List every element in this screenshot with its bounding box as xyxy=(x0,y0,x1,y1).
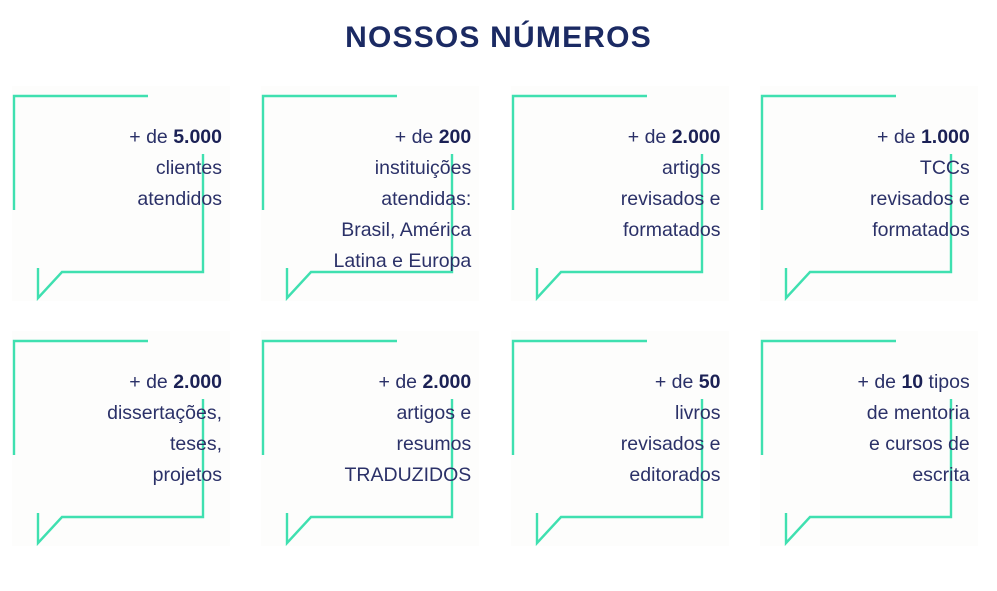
stat-number: 5.000 xyxy=(173,126,222,148)
stat-prefix: + de xyxy=(394,126,439,148)
stat-suffix: tipos xyxy=(923,371,970,393)
stat-card: + de 200 instituições atendidas: Brasil,… xyxy=(249,86,498,331)
stat-line: formatados xyxy=(872,219,970,241)
stat-line: Brasil, América xyxy=(341,219,472,241)
stat-prefix: + de xyxy=(129,371,174,393)
stat-card: + de 2.000 artigos revisados e formatado… xyxy=(499,86,748,331)
stat-prefix: + de xyxy=(857,371,902,393)
stat-text: + de 2.000 artigos revisados e formatado… xyxy=(527,122,721,246)
stat-text: + de 200 instituições atendidas: Brasil,… xyxy=(277,122,472,277)
stat-prefix: + de xyxy=(654,371,699,393)
stat-text: + de 2.000 dissertações, teses, projetos xyxy=(28,367,222,491)
stat-prefix: + de xyxy=(129,126,174,148)
stat-number: 2.000 xyxy=(422,371,472,393)
stat-line: dissertações, xyxy=(107,402,222,424)
stat-line: atendidos xyxy=(137,188,222,210)
stat-card: + de 2.000 artigos e resumos TRADUZIDOS xyxy=(249,331,498,576)
stats-grid: + de 5.000 clientes atendidos + de 200 i… xyxy=(0,86,997,576)
stat-text: + de 10 tipos de mentoria e cursos de es… xyxy=(776,367,970,491)
stat-card: + de 5.000 clientes atendidos xyxy=(0,86,249,331)
stat-card: + de 10 tipos de mentoria e cursos de es… xyxy=(748,331,997,576)
stat-line: artigos e xyxy=(396,402,472,424)
stat-number: 200 xyxy=(438,126,472,148)
stat-card: + de 1.000 TCCs revisados e formatados xyxy=(748,86,997,331)
stat-line: TCCs xyxy=(919,157,970,179)
stat-text: + de 2.000 artigos e resumos TRADUZIDOS xyxy=(277,367,472,491)
stat-card: + de 2.000 dissertações, teses, projetos xyxy=(0,331,249,576)
stat-text: + de 1.000 TCCs revisados e formatados xyxy=(776,122,970,246)
stat-line: TRADUZIDOS xyxy=(344,464,472,486)
stat-line: atendidas: xyxy=(381,188,472,210)
stat-number: 2.000 xyxy=(173,371,222,393)
stat-prefix: + de xyxy=(877,126,921,148)
stat-line: escrita xyxy=(912,464,970,486)
stat-line: editorados xyxy=(629,464,721,486)
stat-line: projetos xyxy=(152,464,222,486)
stat-number: 2.000 xyxy=(671,126,721,148)
stat-line: revisados e xyxy=(870,188,970,210)
stat-line: artigos xyxy=(661,157,721,179)
stat-line: Latina e Europa xyxy=(333,250,472,272)
stat-line: e cursos de xyxy=(868,433,970,455)
stat-line: instituições xyxy=(374,157,472,179)
stat-number: 10 xyxy=(901,371,924,393)
stat-card: + de 50 livros revisados e editorados xyxy=(499,331,748,576)
stat-number: 50 xyxy=(698,371,721,393)
stat-line: clientes xyxy=(155,157,222,179)
stat-prefix: + de xyxy=(378,371,423,393)
stat-line: livros xyxy=(674,402,721,424)
stat-line: revisados e xyxy=(620,433,721,455)
stat-line: revisados e xyxy=(620,188,721,210)
stat-line: teses, xyxy=(169,433,222,455)
stat-number: 1.000 xyxy=(920,126,970,148)
stat-line: formatados xyxy=(622,219,721,241)
stat-text: + de 50 livros revisados e editorados xyxy=(527,367,721,491)
stat-text: + de 5.000 clientes atendidos xyxy=(28,122,222,215)
stat-line: resumos xyxy=(396,433,472,455)
page-title: NOSSOS NÚMEROS xyxy=(345,21,652,54)
stat-prefix: + de xyxy=(627,126,672,148)
stat-line: de mentoria xyxy=(866,402,970,424)
